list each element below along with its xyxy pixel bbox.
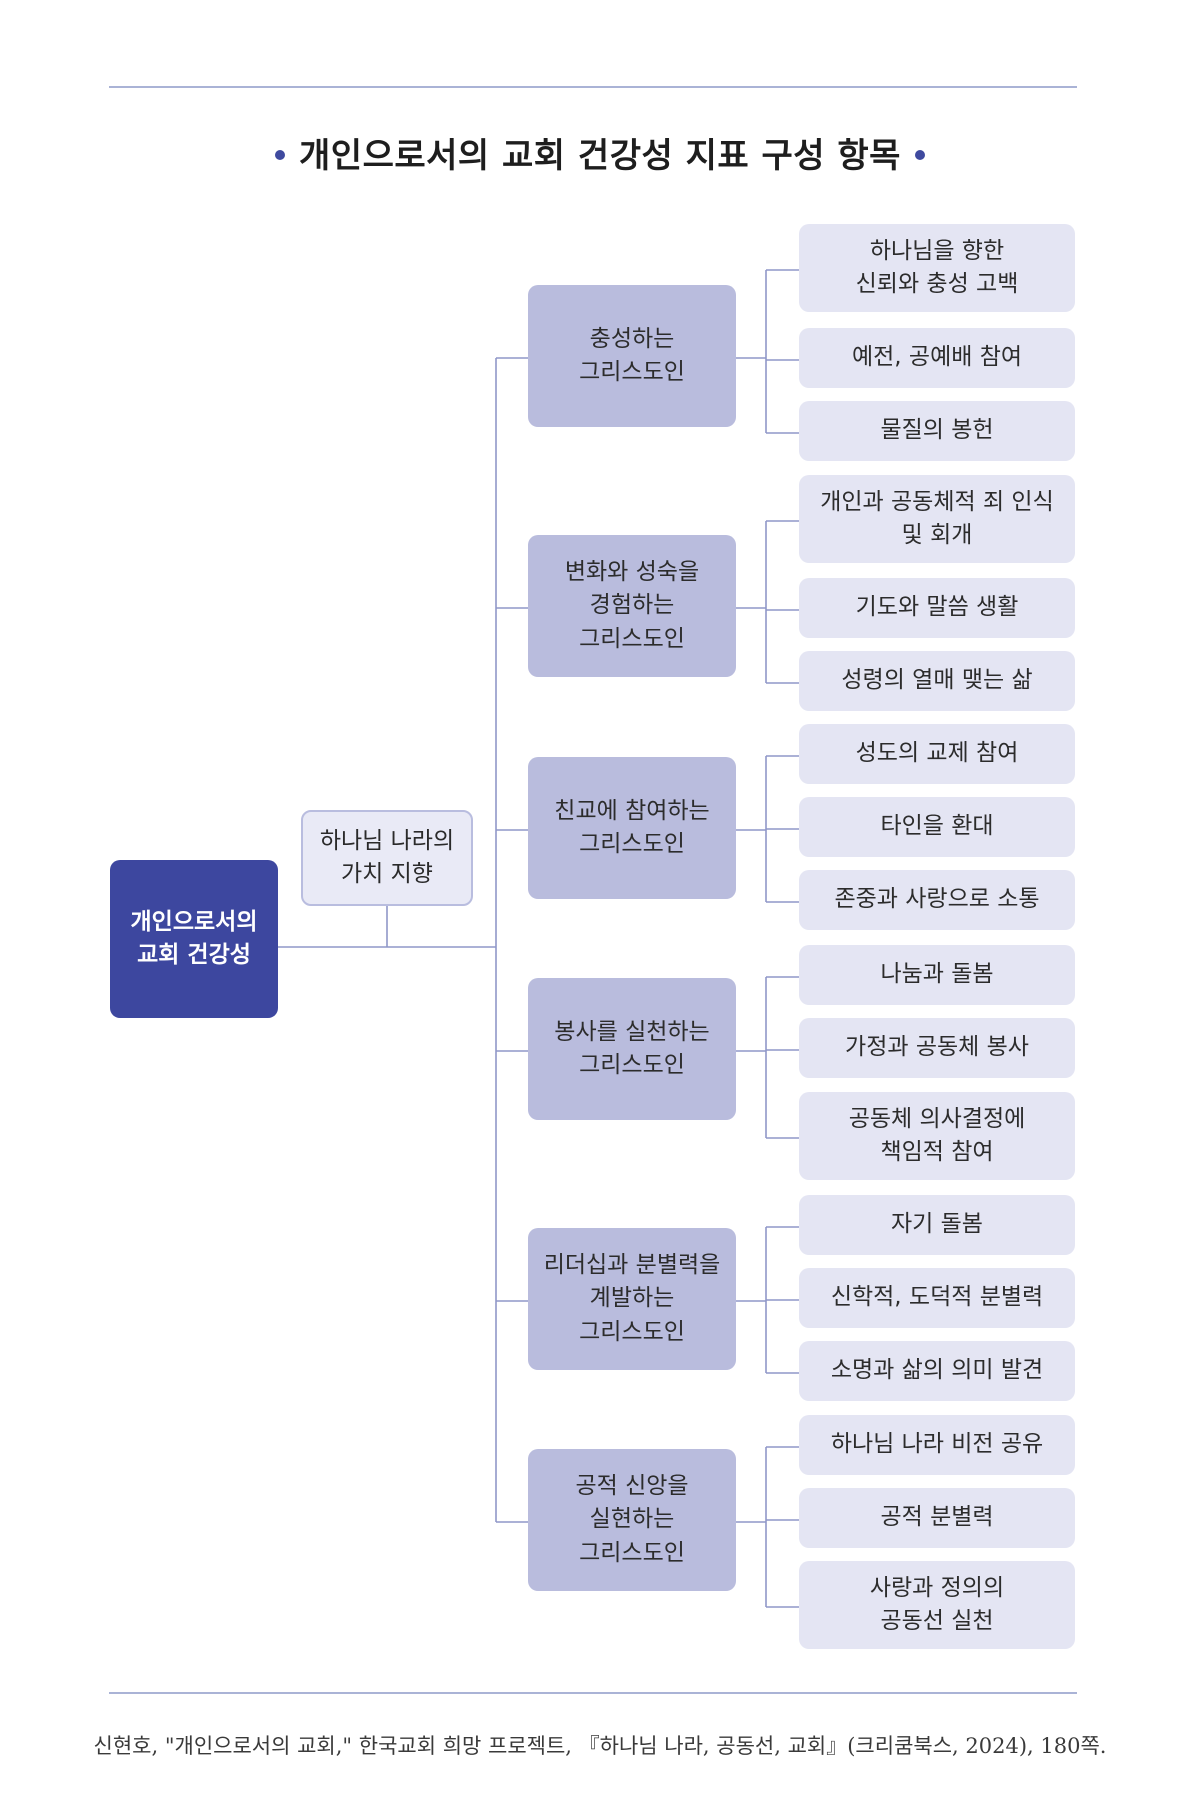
indicator-item-6-2: 공적 분별력: [799, 1488, 1075, 1548]
indicator-item-4-2: 가정과 공동체 봉사: [799, 1018, 1075, 1078]
source-citation: 신현호, "개인으로서의 교회," 한국교회 희망 프로젝트, 『하나님 나라,…: [93, 1734, 1107, 1758]
indicator-item-6-1: 하나님 나라 비전 공유: [799, 1415, 1075, 1475]
title-text: 개인으로서의 교회 건강성 지표 구성 항목: [299, 136, 901, 176]
indicator-item-3-3: 존중과 사랑으로 소통: [799, 870, 1075, 930]
indicator-item-1-3: 물질의 봉헌: [799, 401, 1075, 461]
indicator-item-4-3: 공동체 의사결정에 책임적 참여: [799, 1092, 1075, 1180]
title-bullet-left-icon: [275, 149, 286, 160]
category-node-1: 충성하는 그리스도인: [528, 285, 736, 427]
root-node: 개인으로서의 교회 건강성: [110, 860, 278, 1018]
indicator-item-5-3: 소명과 삶의 의미 발견: [799, 1341, 1075, 1401]
value-node: 하나님 나라의 가치 지향: [301, 810, 473, 906]
indicator-item-3-1: 성도의 교제 참여: [799, 724, 1075, 784]
category-node-3: 친교에 참여하는 그리스도인: [528, 757, 736, 899]
category-node-4: 봉사를 실천하는 그리스도인: [528, 978, 736, 1120]
indicator-item-4-1: 나눔과 돌봄: [799, 945, 1075, 1005]
category-node-2: 변화와 성숙을 경험하는 그리스도인: [528, 535, 736, 677]
indicator-item-5-2: 신학적, 도덕적 분별력: [799, 1268, 1075, 1328]
title-bullet-right-icon: [914, 149, 925, 160]
indicator-item-1-1: 하나님을 향한 신뢰와 충성 고백: [799, 224, 1075, 312]
top-rule: [109, 86, 1077, 88]
indicator-item-2-1: 개인과 공동체적 죄 인식 및 회개: [799, 475, 1075, 563]
indicator-item-2-2: 기도와 말씀 생활: [799, 578, 1075, 638]
category-node-5: 리더십과 분별력을 계발하는 그리스도인: [528, 1228, 736, 1370]
diagram-title: 개인으로서의 교회 건강성 지표 구성 항목: [0, 128, 1200, 177]
bottom-rule: [109, 1692, 1077, 1694]
indicator-item-5-1: 자기 돌봄: [799, 1195, 1075, 1255]
indicator-item-2-3: 성령의 열매 맺는 삶: [799, 651, 1075, 711]
indicator-item-6-3: 사랑과 정의의 공동선 실천: [799, 1561, 1075, 1649]
indicator-item-3-2: 타인을 환대: [799, 797, 1075, 857]
indicator-item-1-2: 예전, 공예배 참여: [799, 328, 1075, 388]
category-node-6: 공적 신앙을 실현하는 그리스도인: [528, 1449, 736, 1591]
